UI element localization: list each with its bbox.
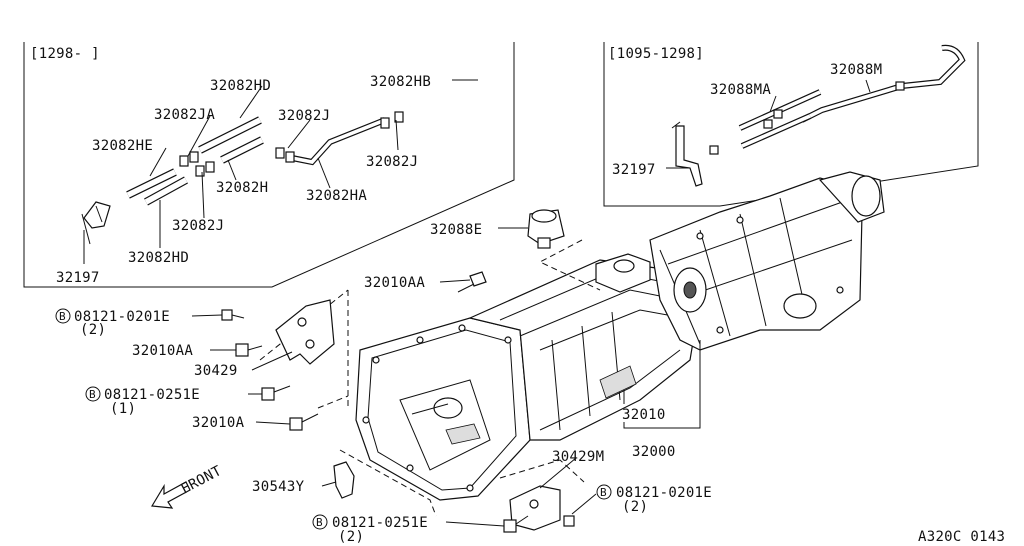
bolt-symbol-letter: B — [59, 310, 66, 323]
joints-right — [709, 81, 905, 155]
label-front: FRONT — [178, 463, 224, 498]
label-32010A: 32010A — [192, 415, 245, 431]
input-shaft — [433, 397, 463, 419]
pipe-32088M — [800, 44, 966, 123]
label-32010AA-top: 32010AA — [364, 275, 425, 291]
bolt-08121-0201E-left — [221, 309, 245, 321]
label-qty-2-a: (2) — [80, 322, 106, 338]
label-08121-0251E-mid: 08121-0251E — [104, 387, 200, 403]
label-32082H: 32082H — [216, 180, 268, 196]
label-32082J-mid: 32082J — [172, 218, 224, 234]
label-32197-left: 32197 — [56, 270, 100, 286]
bell-bolts — [362, 324, 512, 492]
pipe-32082H — [220, 136, 264, 164]
bolt-symbol-icon — [85, 386, 101, 402]
label-08121-0251E-bottom: 08121-0251E — [332, 515, 428, 531]
pipe-32082HB — [409, 58, 484, 108]
inset-right: [1095-1298] 32088MA 32088M 321 — [603, 42, 979, 207]
label-30429: 30429 — [194, 363, 238, 379]
label-32082HB: 32082HB — [370, 74, 431, 90]
bolt-symbol-letter: B — [600, 486, 607, 499]
bolt-symbol-letter: B — [89, 388, 96, 401]
leaders-left — [83, 79, 478, 264]
bolt-symbol-icon — [596, 484, 612, 500]
label-32082JA: 32082JA — [154, 107, 215, 123]
label-32000: 32000 — [632, 444, 676, 460]
inset-left: [1298- ] — [23, 42, 515, 288]
bracket-30429 — [275, 299, 335, 365]
label-30543Y: 30543Y — [252, 479, 305, 495]
label-32088M: 32088M — [830, 62, 882, 78]
transfer-case — [649, 177, 863, 351]
front-direction-indicator: FRONT — [150, 463, 225, 509]
bolt-symbol-letter: B — [316, 516, 323, 529]
dashed-guides — [259, 239, 601, 517]
label-qty-2-c: (2) — [338, 529, 364, 545]
front-arrow-icon — [150, 481, 191, 509]
shifter-cover — [595, 253, 651, 293]
pipe-32082HE — [126, 168, 177, 199]
front-output — [783, 293, 817, 319]
callouts-bottom: 30429M B 08121-0201E (2) B 08121-0251E (… — [312, 449, 1005, 545]
inset-right-date: [1095-1298] — [608, 46, 704, 62]
bracket-32197-left — [81, 201, 111, 245]
label-32010AA-left: 32010AA — [132, 343, 193, 359]
bolts — [221, 309, 575, 533]
bolt-symbol-icon — [312, 514, 328, 530]
bolt-symbol-icon — [55, 308, 71, 324]
label-32082HA: 32082HA — [306, 188, 367, 204]
pipe-32082HD-low — [144, 176, 188, 206]
bolt-32010AA-top — [457, 271, 487, 293]
label-32088MA: 32088MA — [710, 82, 771, 98]
label-32082HD-top: 32082HD — [210, 78, 271, 94]
label-qty-1: (1) — [110, 401, 136, 417]
label-32082HD-low: 32082HD — [128, 250, 189, 266]
label-qty-2-b: (2) — [622, 499, 648, 515]
label-32197-right: 32197 — [612, 162, 656, 178]
diagram-code: A320C 0143 — [918, 529, 1005, 545]
bolt-08121-0251E-bottom — [503, 515, 529, 533]
label-08121-0201E-left: 08121-0201E — [74, 309, 170, 325]
joints-left — [179, 111, 404, 177]
callouts-left: B 08121-0201E (2) 32010AA 30429 B 08121-… — [55, 308, 305, 495]
label-32010: 32010 — [622, 407, 666, 423]
bolt-08121-0201E-right — [563, 515, 575, 527]
switch-32088E — [527, 209, 565, 249]
pipe-32088MA — [738, 89, 822, 149]
pipe-32082HD-top — [198, 116, 262, 154]
leaders-right — [666, 79, 871, 169]
pipe-32082HA — [291, 117, 387, 166]
transmission-assembly-32000: 32088E 32010AA 32010 32000 — [191, 171, 885, 533]
bolt-32010A — [289, 413, 319, 431]
inset-left-date: [1298- ] — [30, 46, 100, 62]
label-32088E: 32088E — [430, 222, 482, 238]
bracket-32197-right — [671, 121, 703, 187]
label-30429M: 30429M — [552, 449, 604, 465]
clip-30543Y — [333, 461, 355, 499]
leaders-main — [191, 227, 701, 527]
bolt-08121-0251E-mid — [261, 385, 291, 401]
label-32082J-low: 32082J — [366, 154, 418, 170]
label-32082HE: 32082HE — [92, 138, 153, 154]
rear-output — [851, 175, 881, 217]
label-32082J-top: 32082J — [278, 108, 330, 124]
bolt-32010AA-left — [235, 343, 263, 357]
label-08121-0201E-right: 08121-0201E — [616, 485, 712, 501]
